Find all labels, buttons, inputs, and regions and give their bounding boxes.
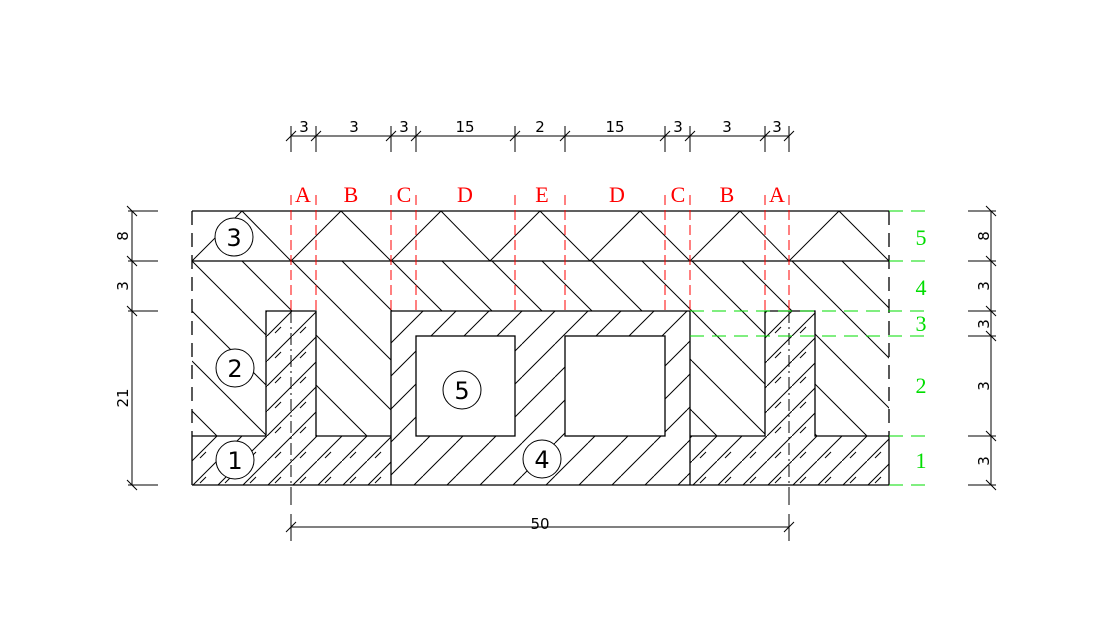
zone-label: C [671, 182, 686, 207]
svg-text:2: 2 [227, 355, 242, 383]
dimension-value: 3 [722, 118, 732, 136]
zone-label: C [397, 182, 412, 207]
top-dimension-chain [285, 126, 795, 152]
dimension-value: 3 [975, 381, 993, 391]
zone-lines [290, 195, 790, 311]
zone-labels: A B C D E D C B A [295, 182, 785, 207]
layer-5-zigzag-hatch [192, 211, 889, 261]
layer-label: 5 [916, 225, 927, 250]
svg-text:3: 3 [226, 224, 241, 252]
dimension-value: 21 [114, 388, 132, 407]
left-dimension-values: 8 3 21 [114, 231, 132, 407]
layer-label: 1 [916, 448, 927, 473]
dimension-value: 3 [772, 118, 782, 136]
layer-label: 3 [916, 311, 927, 336]
dimension-value: 3 [975, 319, 993, 329]
part-markers: 1 2 3 4 5 [214, 217, 562, 480]
dimension-value: 3 [975, 456, 993, 466]
part-marker-1: 1 [215, 440, 255, 480]
zone-label: A [295, 182, 311, 207]
open-edge-dashes [191, 211, 890, 436]
zone-label: E [535, 182, 548, 207]
axis-lines [290, 311, 790, 500]
right-dimension-values: 8 3 3 3 3 [975, 231, 993, 466]
dimension-value: 3 [399, 118, 409, 136]
layer-labels: 5 4 3 2 1 [916, 225, 927, 473]
zone-label: D [457, 182, 473, 207]
dimension-value: 3 [349, 118, 359, 136]
svg-text:5: 5 [454, 377, 469, 405]
zone-label: A [769, 182, 785, 207]
dimension-value: 8 [975, 231, 993, 241]
dimension-value: 3 [673, 118, 683, 136]
dimension-value: 3 [975, 281, 993, 291]
part-marker-5: 5 [442, 370, 482, 410]
right-dimension-chain [968, 205, 997, 491]
zone-label: D [609, 182, 625, 207]
part-marker-2: 2 [215, 348, 255, 388]
dimension-value: 3 [299, 118, 309, 136]
dimension-value: 15 [455, 118, 474, 136]
zone-label: B [344, 182, 359, 207]
svg-text:4: 4 [534, 446, 549, 474]
dimension-value: 15 [605, 118, 624, 136]
top-dimension-values: 3 3 3 15 2 15 3 3 3 [299, 118, 782, 136]
bottom-dimension [285, 490, 795, 541]
zone-label: B [720, 182, 735, 207]
svg-text:1: 1 [227, 447, 242, 475]
dimension-value: 3 [114, 281, 132, 291]
part-marker-4: 4 [522, 439, 562, 479]
dimension-value: 2 [535, 118, 545, 136]
bottom-dimension-value: 50 [530, 515, 549, 533]
layer-label: 2 [916, 373, 927, 398]
dimension-value: 8 [114, 231, 132, 241]
layer-label: 4 [916, 275, 927, 300]
layer-lines [690, 210, 930, 486]
left-dimension-chain [126, 205, 158, 491]
part-marker-3: 3 [214, 217, 254, 257]
